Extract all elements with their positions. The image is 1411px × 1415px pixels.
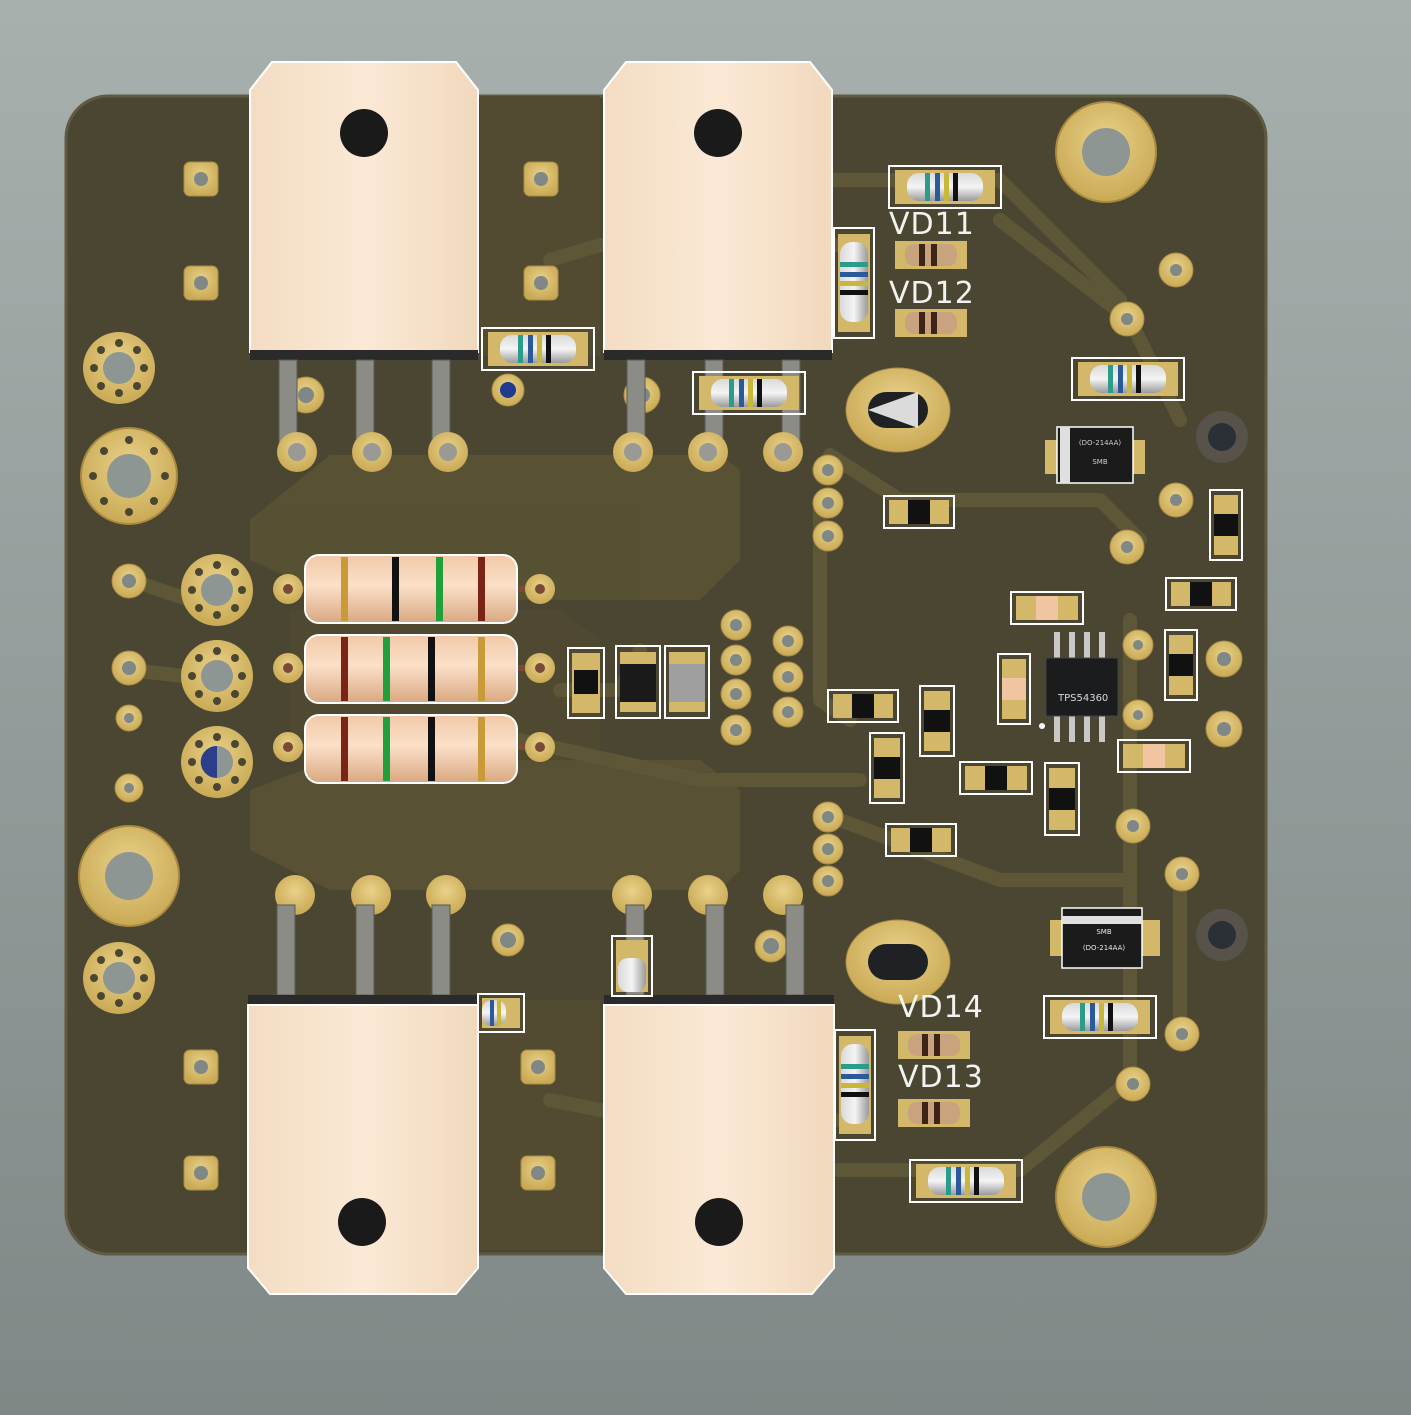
small-diodes	[895, 241, 970, 1127]
label-vd14: VD14	[898, 990, 984, 1025]
power-resistors	[273, 554, 555, 784]
ic-tps54360-body	[1039, 632, 1119, 742]
melf-resistors	[477, 165, 1185, 1203]
transistor-bottom-right	[603, 875, 835, 1295]
smb-diode-top-body	[1045, 426, 1145, 484]
label-vd11: VD11	[889, 207, 975, 242]
copper-pours	[250, 96, 740, 1250]
label-vd12: VD12	[889, 276, 975, 311]
smb-bottom-outline: (DO-214AA)	[1082, 944, 1126, 952]
transistor-top-left	[249, 61, 479, 472]
transistor-top-right	[603, 61, 833, 472]
small-pads	[111, 161, 1248, 1191]
smb-top-package: SMB	[1092, 458, 1108, 466]
smd-chips	[567, 489, 1243, 857]
transistor-bottom-left	[247, 875, 479, 1295]
label-vd13: VD13	[898, 1060, 984, 1095]
smb-top-outline: (DO-214AA)	[1078, 439, 1122, 447]
via-ring-pads	[83, 332, 253, 1014]
ic-part-number: TPS54360	[1058, 693, 1109, 704]
smb-diode-bottom-body	[1050, 907, 1160, 969]
mounting-holes	[78, 101, 1157, 1248]
oval-slots	[845, 367, 951, 1005]
smb-bottom-package: SMB	[1096, 928, 1112, 936]
